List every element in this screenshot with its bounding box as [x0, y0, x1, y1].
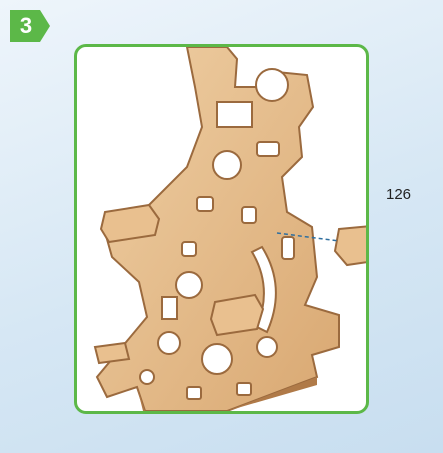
- frame-slot: [282, 237, 294, 259]
- frame-slot: [187, 387, 201, 399]
- frame-hole: [256, 69, 288, 101]
- wooden-frame-illustration: [77, 47, 366, 411]
- step-badge: 3: [10, 10, 50, 42]
- frame-slot: [242, 207, 256, 223]
- frame-hole: [140, 370, 154, 384]
- frame-slot: [257, 142, 279, 156]
- part-number-label: 126: [386, 186, 411, 203]
- assembly-panel: [74, 44, 369, 414]
- peg-center: [211, 295, 263, 335]
- peg-left: [101, 205, 159, 242]
- frame-slot: [162, 297, 177, 319]
- frame-hole: [257, 337, 277, 357]
- frame-slot: [182, 242, 196, 256]
- frame-hole: [158, 332, 180, 354]
- loose-peg-126: [335, 225, 366, 265]
- peg-bottom: [95, 343, 129, 363]
- frame-slot: [217, 102, 252, 127]
- frame-hole: [213, 151, 241, 179]
- frame-hole: [176, 272, 202, 298]
- frame-slot: [197, 197, 213, 211]
- step-number: 3: [10, 10, 42, 42]
- frame-slot: [237, 383, 251, 395]
- frame-hole: [202, 344, 232, 374]
